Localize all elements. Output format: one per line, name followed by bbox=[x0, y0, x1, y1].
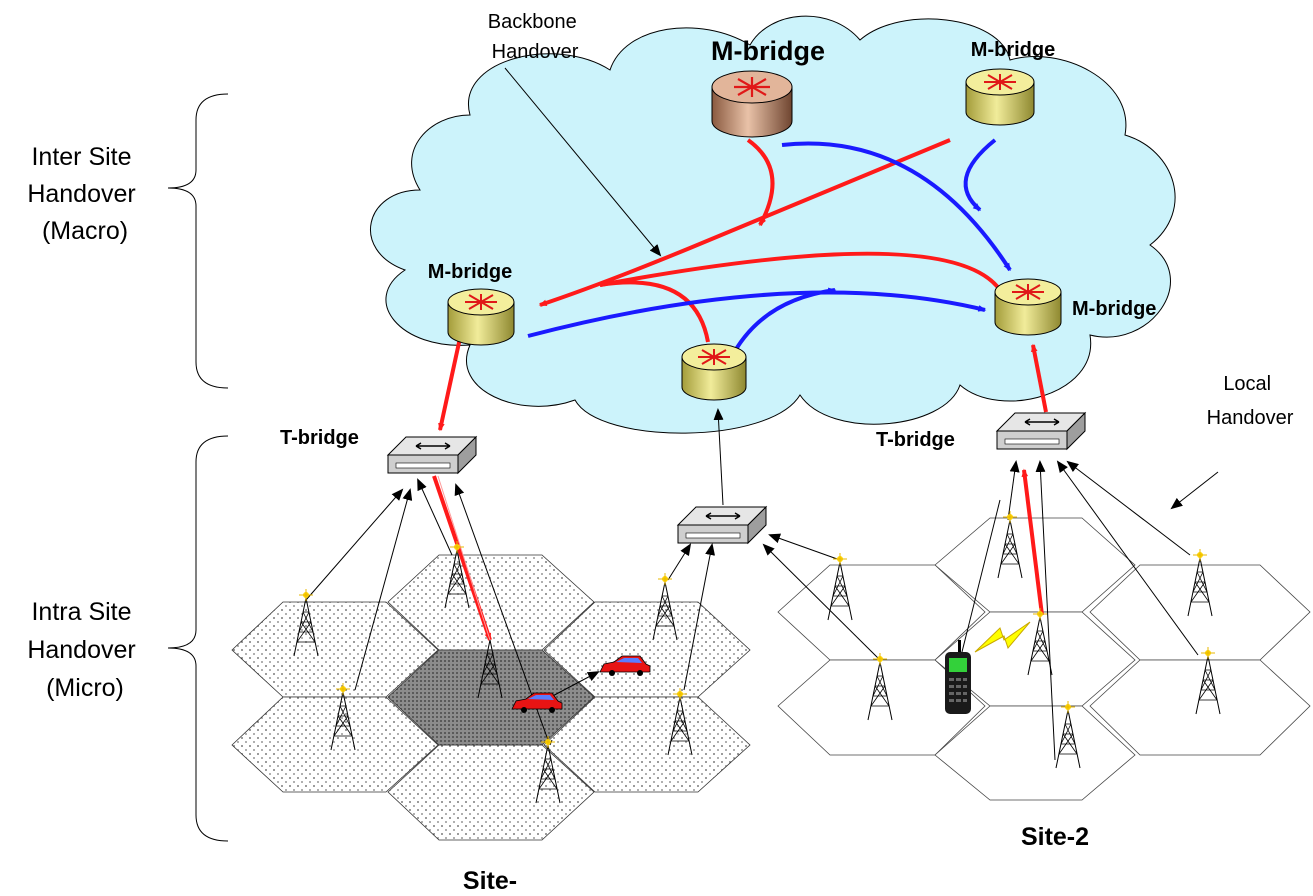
router-icon[interactable] bbox=[681, 343, 747, 401]
router-icon[interactable] bbox=[711, 70, 793, 138]
router-icon[interactable] bbox=[994, 278, 1062, 336]
mobile-phone-icon bbox=[945, 640, 971, 714]
antenna-tower-icon bbox=[330, 683, 356, 751]
switch-icon[interactable] bbox=[386, 435, 478, 475]
inter-site-label: Inter Site Handover (Macro) bbox=[27, 143, 142, 245]
antenna-tower-icon bbox=[1187, 549, 1213, 617]
site2-cells bbox=[777, 517, 1311, 801]
m-bridge-label: M-bridge bbox=[971, 39, 1055, 61]
inter-site-brace bbox=[167, 93, 229, 389]
router-icon[interactable] bbox=[965, 68, 1035, 126]
active-cell bbox=[387, 649, 595, 746]
intra-site-brace bbox=[167, 435, 229, 842]
red-path-highlight bbox=[437, 475, 491, 641]
antenna-tower-icon bbox=[1195, 647, 1221, 715]
antenna-tower-icon bbox=[1055, 701, 1081, 769]
m-bridge-label: M-bridge bbox=[428, 261, 512, 283]
local-handover-label: Local Handover bbox=[1207, 373, 1294, 429]
m-bridge-label: M-bridge bbox=[711, 36, 825, 66]
m-bridge-label: M-bridge bbox=[1072, 298, 1156, 320]
switch-icon[interactable] bbox=[676, 505, 768, 545]
router-icon[interactable] bbox=[447, 288, 515, 346]
red-handover-paths bbox=[432, 138, 1048, 642]
t-bridge-label: T-bridge bbox=[280, 427, 359, 449]
antenna-tower-icon bbox=[444, 541, 470, 609]
lightning-icon bbox=[974, 621, 1031, 653]
blue-handover-paths bbox=[527, 138, 1012, 361]
intra-site-label: Intra Site Handover (Micro) bbox=[27, 598, 142, 702]
antenna-tower-icon bbox=[535, 736, 561, 804]
site1-cells bbox=[231, 554, 751, 841]
antenna-tower-icon bbox=[477, 639, 503, 699]
antenna-tower-icon bbox=[293, 589, 319, 657]
antenna-tower-icon bbox=[667, 688, 693, 756]
site1-label: Site- bbox=[463, 867, 517, 895]
site2-label: Site-2 bbox=[1021, 823, 1089, 851]
antenna-tower-icon bbox=[1027, 608, 1053, 676]
backbone-pointer bbox=[504, 67, 662, 257]
car-icon bbox=[511, 692, 563, 713]
switch-icon[interactable] bbox=[995, 411, 1087, 451]
backbone-handover-label: Backbone Handover bbox=[488, 11, 583, 63]
antenna-tower-icon bbox=[997, 511, 1023, 579]
t-bridge-label: T-bridge bbox=[876, 429, 955, 451]
local-pointer bbox=[1170, 471, 1219, 510]
car-icon bbox=[599, 655, 651, 676]
antenna-tower-icon bbox=[867, 653, 893, 721]
antenna-tower-icon bbox=[652, 573, 678, 641]
antenna-tower-icon bbox=[827, 553, 853, 621]
